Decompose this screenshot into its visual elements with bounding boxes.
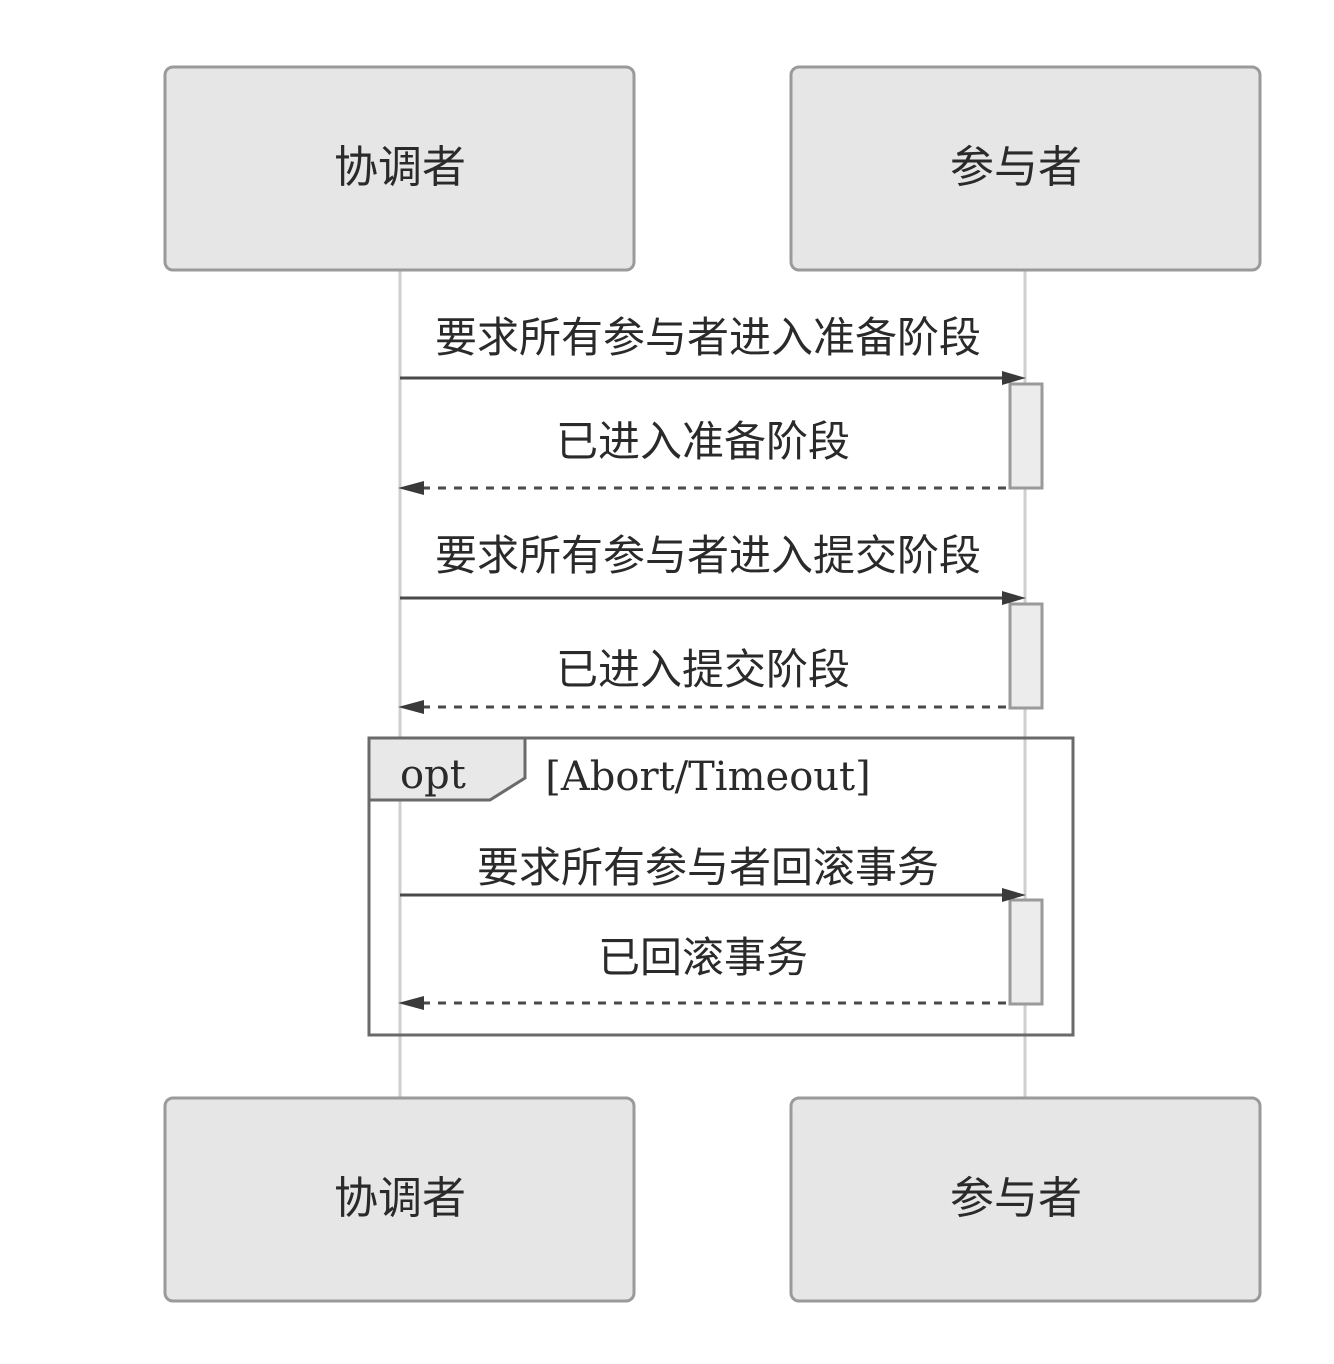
message-label: 要求所有参与者进入提交阶段: [435, 531, 981, 580]
arrowhead-icon: [398, 700, 424, 714]
participant-activation: [1008, 898, 1044, 1006]
opt-fragment: opt [Abort/Timeout]: [367, 736, 1075, 1037]
message: 要求所有参与者回滚事务: [400, 843, 1026, 902]
coordinator-actor-bottom: 协调者: [163, 1096, 636, 1303]
fragment-kind-label: opt: [400, 752, 466, 798]
arrowhead-icon: [1002, 888, 1026, 902]
participant-activation: [1008, 382, 1044, 490]
arrowhead-icon: [398, 481, 424, 495]
participant-actor-top: 参与者: [789, 65, 1262, 272]
coordinator-actor-top: 协调者: [163, 65, 636, 272]
message: 已进入准备阶段: [398, 417, 1010, 495]
arrowhead-icon: [1002, 371, 1026, 385]
coordinator-label: 协调者: [334, 142, 466, 193]
message: 已回滚事务: [398, 933, 1010, 1010]
message-label: 要求所有参与者进入准备阶段: [435, 313, 981, 362]
message-label: 已进入提交阶段: [556, 645, 850, 694]
message: 要求所有参与者进入准备阶段: [400, 313, 1026, 385]
fragment-guard-label: [Abort/Timeout]: [545, 754, 870, 800]
arrowhead-icon: [1002, 591, 1026, 605]
participant-label: 参与者: [950, 142, 1082, 193]
fragment-frame: [367, 736, 1075, 1037]
fragment-tab: [367, 736, 527, 802]
participant-label: 参与者: [950, 1173, 1082, 1224]
coordinator-label: 协调者: [334, 1173, 466, 1224]
message-label: 要求所有参与者回滚事务: [477, 843, 939, 892]
message: 要求所有参与者进入提交阶段: [400, 531, 1026, 605]
arrowhead-icon: [398, 996, 424, 1010]
participant-activation: [1008, 602, 1044, 710]
message: 已进入提交阶段: [398, 645, 1010, 714]
message-label: 已进入准备阶段: [556, 417, 850, 466]
message-label: 已回滚事务: [598, 933, 808, 982]
participant-actor-bottom: 参与者: [789, 1096, 1262, 1303]
